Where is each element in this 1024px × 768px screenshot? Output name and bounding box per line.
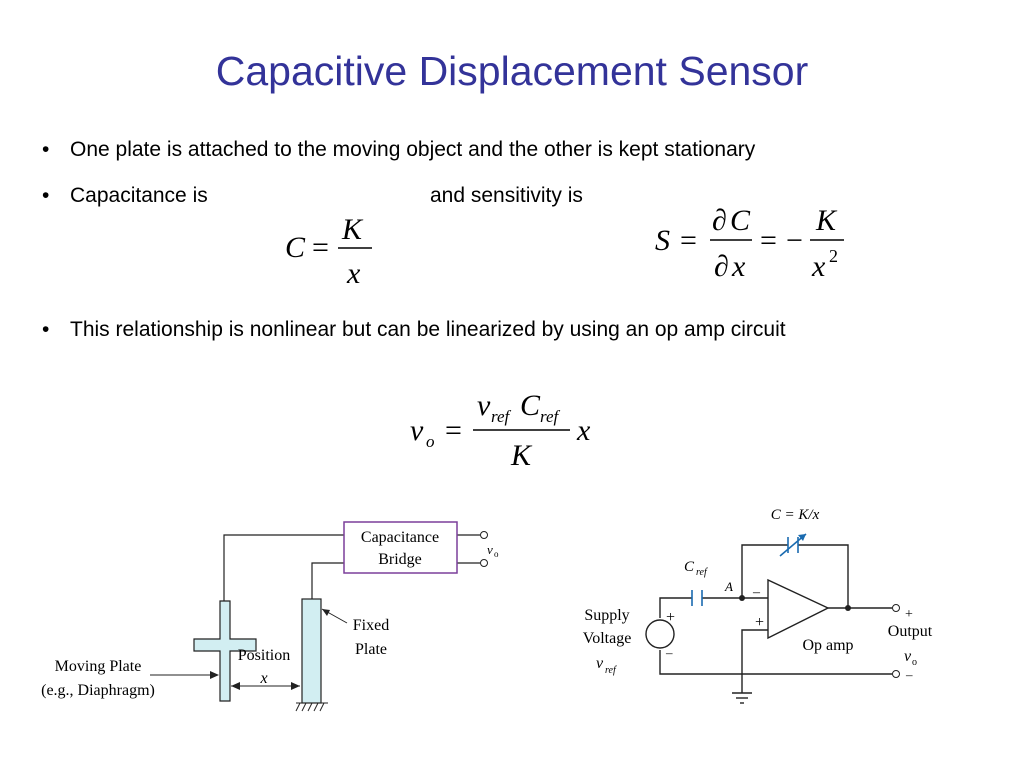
eq-o-v: v [410,414,424,447]
eq-s-lhs: S [655,224,670,257]
node-a-label: A [724,579,733,594]
eq-s-square: 2 [829,246,838,266]
output-minus: – [905,667,913,682]
cref-label: C [684,559,695,575]
eq-s-c: C [730,204,751,237]
eq-o-vref-v: v [477,389,491,422]
moving-plate-label-2: (e.g., Diaphragm) [41,682,155,699]
plate-sensor-diagram: Capacitance Bridge v o Position x Fixed … [41,521,499,712]
wire-moving-plate [223,534,344,602]
output-node-dot [845,605,851,611]
fixed-plate-label-2: Plate [355,641,387,658]
opamp-triangle [767,578,830,640]
position-arrow-head-right [291,682,300,690]
eq-c-equals: = [312,231,329,264]
eq-s-equals2: = [760,224,777,257]
wire-bottom-rail [659,650,892,675]
eq-s-x: x [731,250,746,283]
eq-s-x2: x [811,250,826,283]
feedback-cap-arrow [798,534,806,541]
output-vo-label: v [904,648,912,665]
output-terminal-top [892,604,900,612]
bullet-2-text: Capacitance is [70,184,208,207]
fixed-plate [301,598,322,704]
eq-s-equals1: = [680,224,697,257]
opamp-minus: – [752,585,761,600]
position-arrow-head-left [231,682,240,690]
wire-source-top [659,597,692,618]
eq-o-k: K [510,439,533,472]
capacitance-equation: C = K x [285,213,372,290]
eq-s-partial-top: ∂ [712,204,727,237]
eq-o-cref-sub: ref [540,407,561,426]
eq-s-partial-bottom: ∂ [714,250,729,283]
wire-feedback-right [798,544,849,608]
slide-title: Capacitive Displacement Sensor [215,48,809,94]
eq-c-num: K [341,213,364,246]
capacitance-bridge-box [343,521,458,574]
output-equation: v o = v ref C ref K x [410,389,591,472]
output-plus: + [905,607,913,622]
eq-s-k: K [815,204,838,237]
eq-s-minus: − [786,224,803,257]
vref-label: v [596,655,604,672]
eq-o-cref-c: C [520,389,541,422]
wire-fixed-plate [311,562,344,600]
bridge-label-1: Capacitance [361,529,439,546]
opamp-label: Op amp [802,637,853,654]
bullet-3-text: This relationship is nonlinear but can b… [70,318,786,341]
opamp-plus: + [755,614,764,631]
vref-sub: ref [605,665,617,676]
eq-o-sub-o: o [426,432,435,451]
wire-feedback-left [741,544,788,598]
moving-plate-label-1: Moving Plate [55,658,142,675]
supply-label-1: Supply [584,607,629,624]
sensitivity-text: and sensitivity is [430,184,583,207]
source-minus: – [665,645,673,660]
node-a-dot [739,595,745,601]
fixed-plate-label-1: Fixed [353,617,389,634]
eq-o-equals: = [445,414,462,447]
source-plus: + [666,609,675,626]
output-label: Output [888,623,933,640]
voltage-source [645,619,675,649]
terminal-top [480,531,488,539]
position-label: Position [238,647,290,664]
bullet-1-text: One plate is attached to the moving obje… [70,138,756,161]
fixed-plate-leader-head [322,609,330,616]
bullet-3: •This relationship is nonlinear but can … [42,318,786,341]
opamp-circuit-diagram: C = K/x C ref A – + Op amp + – Supply [583,507,933,704]
terminal-bottom [480,559,488,567]
position-x-label: x [259,670,267,687]
cref-capacitor [691,590,703,606]
output-terminal-bottom [892,670,900,678]
wire-plus-input [741,629,768,674]
moving-plate-leader-head [210,671,219,679]
supply-label-2: Voltage [583,630,632,647]
eq-c-den: x [346,257,361,290]
cref-sub: ref [696,567,708,578]
eq-o-x: x [576,414,591,447]
out-vo-sub: o [494,549,499,559]
bullet-2: •Capacitance is [42,184,208,207]
sensitivity-equation: S = ∂ C ∂ x = − K x 2 [655,204,844,283]
moving-plate [193,600,257,702]
eq-c-lhs: C [285,231,306,264]
ground-symbol [732,692,752,704]
eq-o-vref-sub: ref [491,407,512,426]
bullet-1: •One plate is attached to the moving obj… [42,138,756,161]
output-vo-sub: o [912,657,917,668]
ground-hatch [295,702,328,712]
bridge-label-2: Bridge [378,551,422,568]
out-vo-label: v [487,542,493,557]
feedback-cap-label: C = K/x [771,507,820,523]
